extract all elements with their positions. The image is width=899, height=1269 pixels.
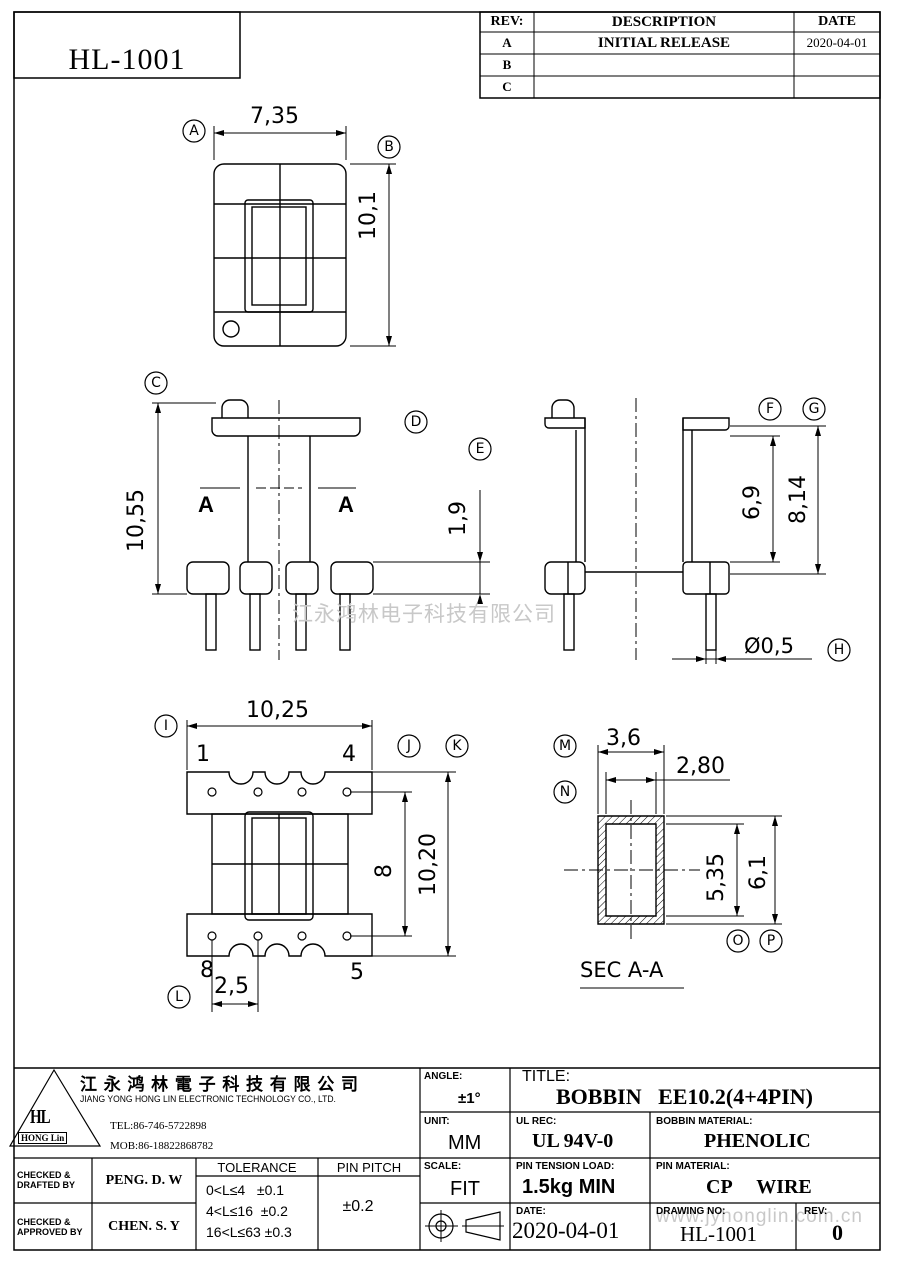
company-tel: TEL:86-746-5722898 — [110, 1120, 207, 1132]
pin-tension-label: PIN TENSION LOAD: — [516, 1161, 615, 1172]
callout-o: O — [732, 933, 744, 949]
bottom-width-dim: 10,25 — [246, 698, 309, 723]
callout-m: M — [558, 738, 572, 754]
date-label: DATE: — [516, 1206, 546, 1217]
rev-label: REV: — [804, 1206, 828, 1217]
rev-header: REV: — [490, 14, 524, 29]
angle-label: ANGLE: — [424, 1071, 463, 1082]
pin-8-label: 8 — [200, 958, 214, 983]
pin-tension-value: 1.5kg MIN — [522, 1176, 616, 1198]
date-value: 2020-04-01 — [512, 1218, 620, 1243]
pin-4-label: 4 — [342, 742, 356, 767]
pin-1-label: 1 — [196, 742, 210, 767]
callout-d: D — [410, 414, 422, 430]
tolerance-label: TOLERANCE — [217, 1159, 297, 1175]
logo-text: HONG Lin — [18, 1132, 68, 1144]
pin-pitch-label: PIN PITCH — [336, 1159, 402, 1175]
company-name-en: JIANG YONG HONG LIN ELECTRONIC TECHNOLOG… — [80, 1094, 336, 1104]
unit-label: UNIT: — [424, 1116, 450, 1127]
top-width-dim: 7,35 — [250, 104, 299, 129]
angle-value: ±1° — [458, 1090, 481, 1107]
callout-g: G — [808, 401, 820, 417]
rev-row-a: A — [502, 35, 512, 50]
callout-p: P — [766, 933, 776, 949]
ul-label: UL REC: — [516, 1116, 557, 1127]
callout-k: K — [452, 738, 462, 754]
section-inner-width-dim: 2,80 — [676, 754, 725, 779]
part-number-title: HL-1001 — [68, 43, 186, 76]
tolerance-row-1: 0<L≤4 ±0.1 — [206, 1182, 285, 1198]
pin-pitch-dim: 2,5 — [214, 974, 249, 999]
top-view — [182, 119, 401, 347]
pin-5-label: 5 — [350, 960, 364, 985]
drawing-number-value: HL-1001 — [680, 1222, 757, 1246]
callout-n: N — [559, 784, 571, 800]
drawing-number-label: DRAWING NO: — [656, 1206, 726, 1217]
callout-l: L — [175, 989, 183, 1005]
section-title: SEC A-A — [580, 958, 664, 982]
checked-approved-label: CHECKED & APPROVED BY — [17, 1217, 83, 1237]
unit-value: MM — [448, 1132, 482, 1154]
rev-row-b: B — [502, 57, 512, 72]
section-view — [553, 734, 783, 989]
description-header: DESCRIPTION — [611, 13, 717, 30]
rev-row-a-date: 2020-04-01 — [806, 35, 868, 50]
checked-approved-value: CHEN. S. Y — [108, 1218, 180, 1234]
watermark-url: www.jyhonglin.com.cn — [656, 1206, 863, 1227]
scale-label: SCALE: — [424, 1161, 462, 1172]
callout-b: B — [384, 139, 394, 155]
tolerance-row-2: 4<L≤16 ±0.2 — [206, 1203, 288, 1219]
section-mark-right: A — [338, 492, 354, 517]
bobbin-material-label: BOBBIN MATERIAL: — [656, 1116, 753, 1127]
watermark-company: 江永鸿林电子科技有限公司 — [292, 603, 556, 626]
callout-h: H — [833, 642, 845, 658]
pin-diameter-dim: Ø0,5 — [744, 634, 794, 658]
rev-row-c: C — [502, 79, 512, 94]
front-view — [144, 371, 492, 660]
company-logo: HL — [30, 1107, 51, 1129]
logo-mark: HL — [30, 1107, 51, 1129]
section-mark-left: A — [198, 492, 214, 517]
callout-f: F — [765, 401, 775, 417]
tolerance-row-3: 16<L≤63 ±0.3 — [206, 1224, 292, 1240]
checked-drafted-value: PENG. D. W — [105, 1172, 183, 1188]
pin-pitch-value: ±0.2 — [342, 1198, 374, 1215]
section-outer-width-dim: 3,6 — [606, 726, 641, 751]
bobbin-material-value: PHENOLIC — [704, 1130, 811, 1152]
callout-j: J — [406, 738, 412, 754]
callout-c: C — [151, 375, 161, 391]
title-label: TITLE: — [522, 1068, 571, 1085]
pin-material-value: CP WIRE — [706, 1176, 812, 1198]
pin-material-label: PIN MATERIAL: — [656, 1161, 730, 1172]
date-header: DATE — [818, 14, 856, 29]
scale-value: FIT — [450, 1178, 480, 1200]
checked-drafted-label: CHECKED & DRAFTED BY — [17, 1170, 75, 1190]
callout-a: A — [189, 123, 199, 139]
rev-value: 0 — [832, 1220, 843, 1245]
company-name-cn: 江 永 鸿 林 電 子 科 技 有 限 公 司 — [80, 1075, 359, 1094]
ul-value: UL 94V-0 — [532, 1130, 614, 1152]
side-view — [544, 397, 851, 664]
rev-row-a-description: INITIAL RELEASE — [597, 34, 731, 51]
title-value: BOBBIN EE10.2(4+4PIN) — [556, 1084, 814, 1109]
callout-e: E — [475, 441, 485, 457]
callout-i: I — [163, 718, 169, 734]
company-mob: MOB:86-18822868782 — [110, 1140, 214, 1152]
bottom-view — [154, 714, 469, 1012]
